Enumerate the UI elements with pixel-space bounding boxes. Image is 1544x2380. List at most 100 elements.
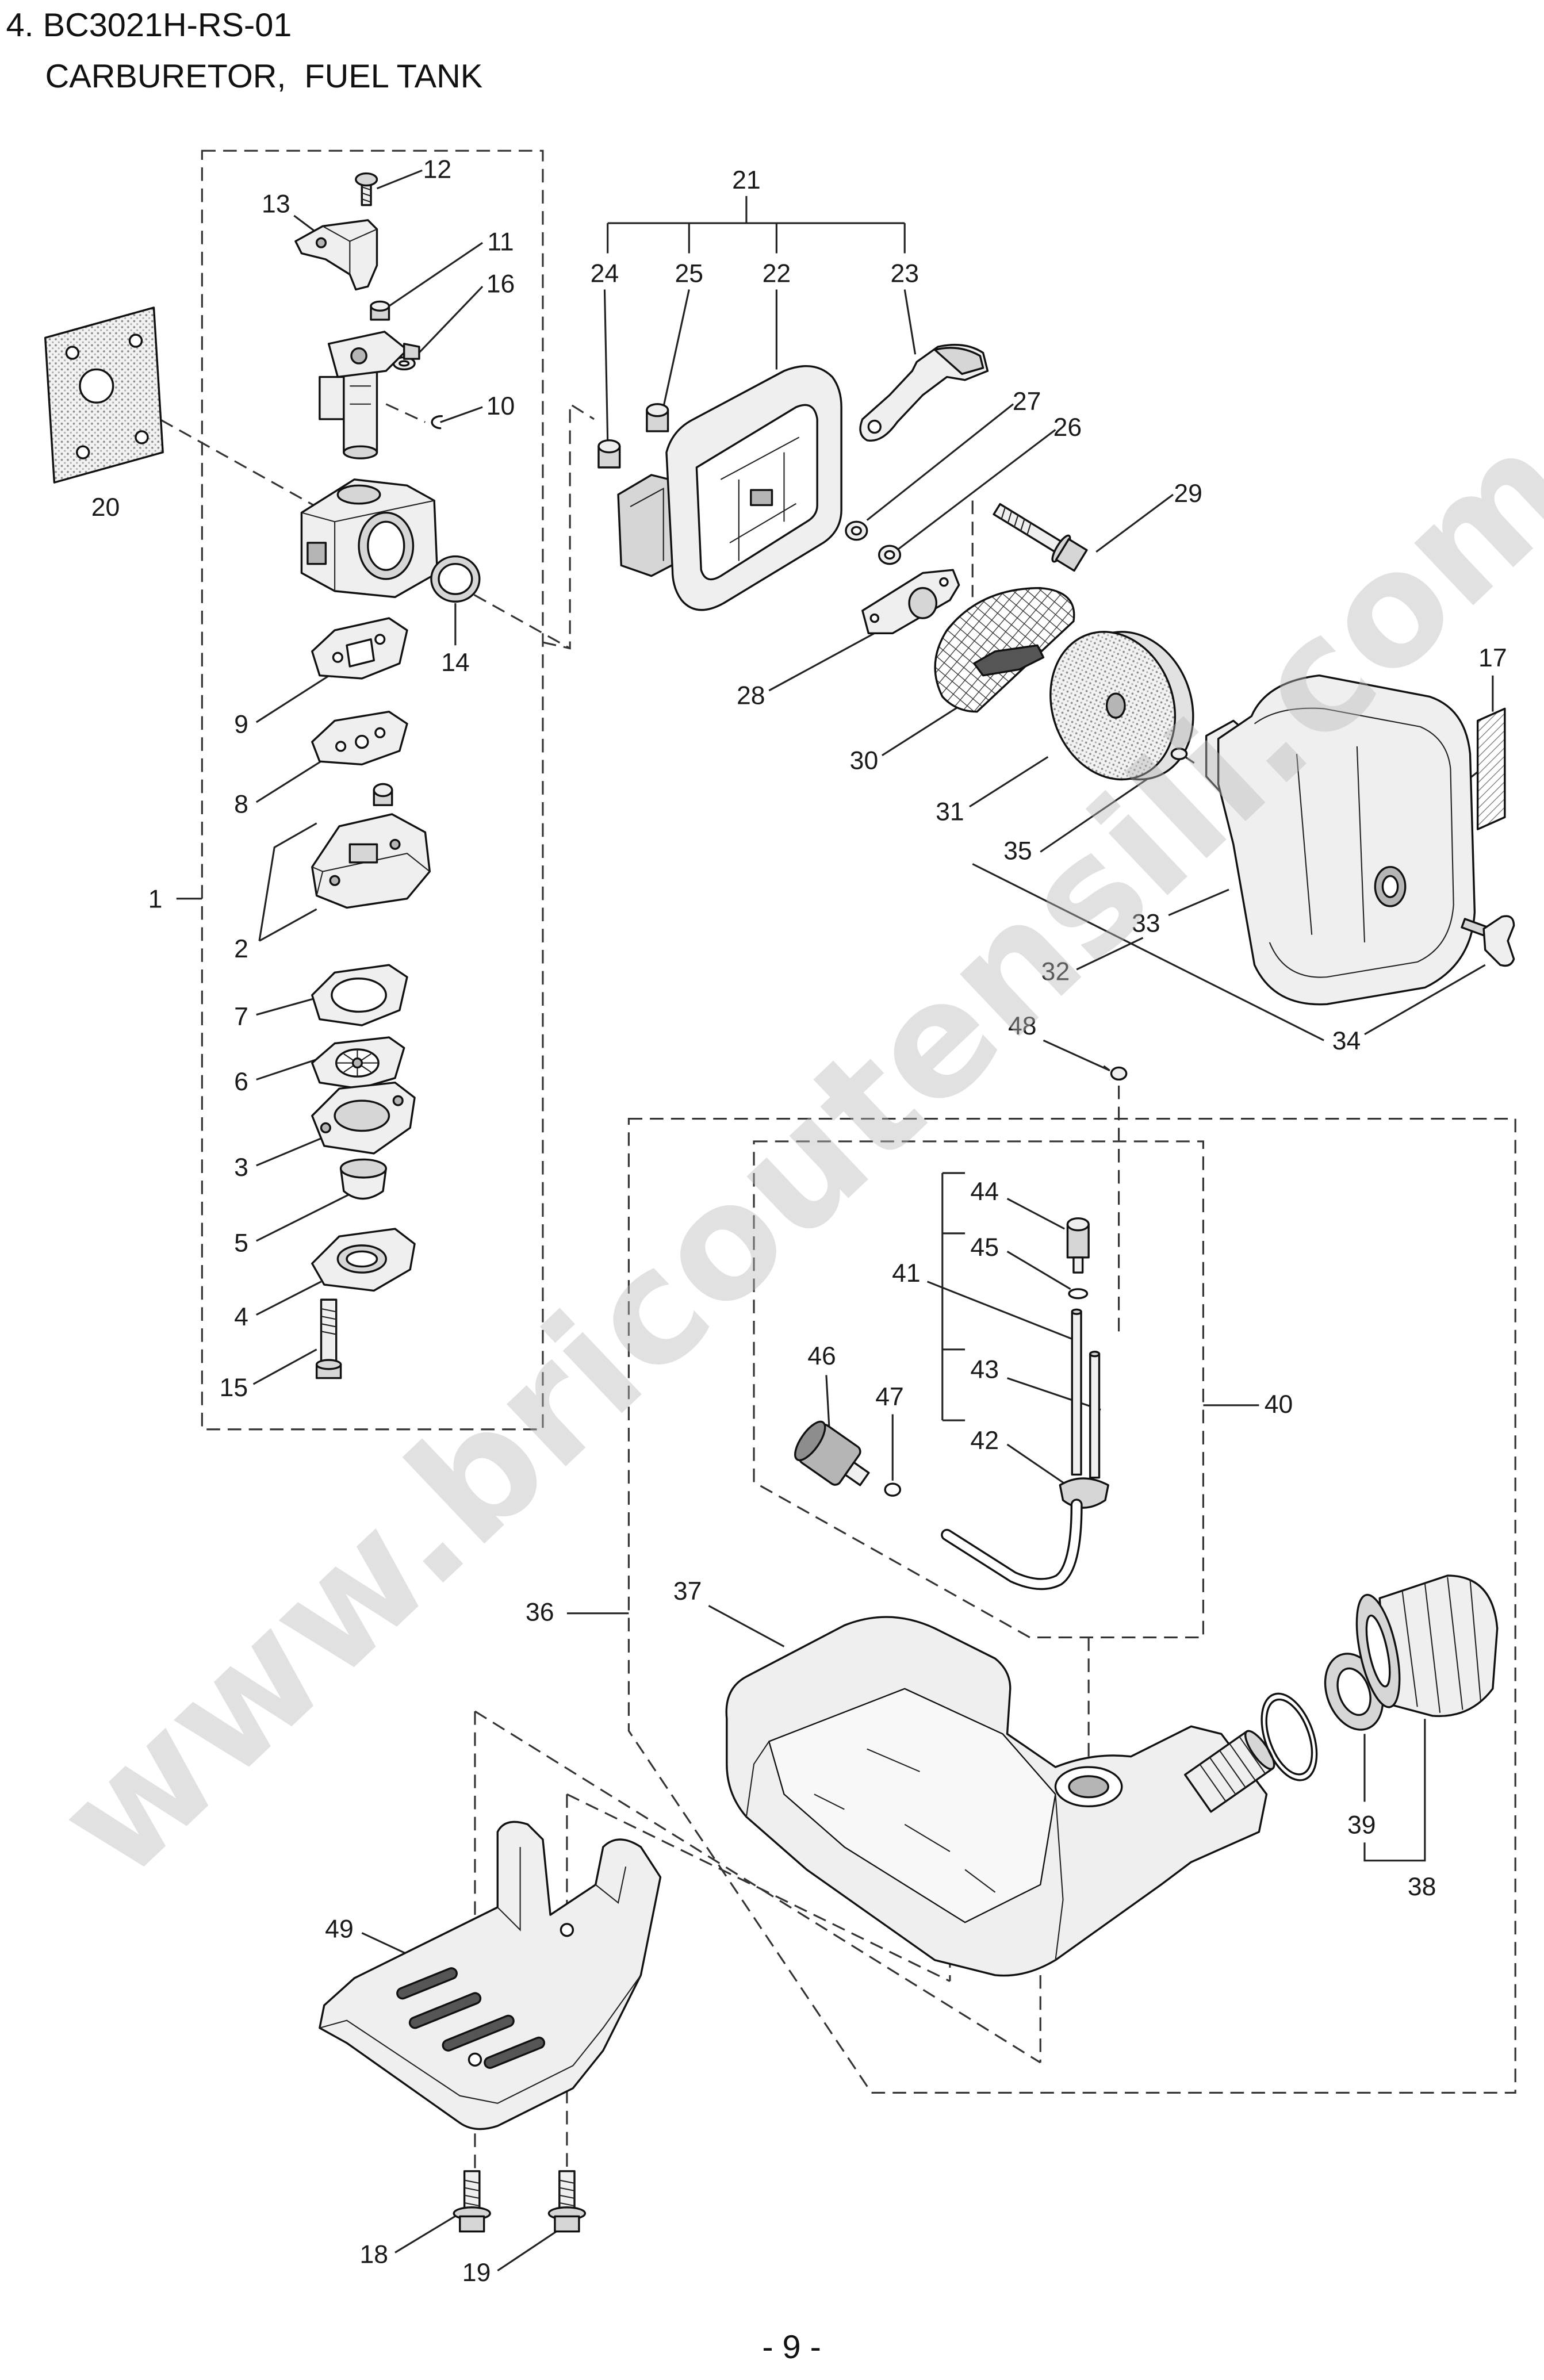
callout-44: 44 [970, 1178, 999, 1206]
callout-30: 30 [850, 746, 879, 775]
grommet-42 [1059, 1477, 1109, 1509]
carburetor-assembly-box [201, 150, 544, 1431]
callout-3: 3 [234, 1153, 248, 1182]
bolt-15 [315, 1298, 342, 1379]
callout-12: 12 [423, 155, 452, 183]
label-sticker-17 [1476, 707, 1506, 830]
skid-axis-line-2 [566, 1793, 951, 1982]
callout-36: 36 [526, 1599, 554, 1627]
callout-20: 20 [91, 493, 120, 522]
carburetor-mount-axis [542, 402, 595, 650]
callout-38: 38 [1408, 1873, 1436, 1901]
callout-26: 26 [1053, 413, 1082, 442]
washer-26 [878, 545, 902, 565]
fuel-filter-46 [794, 1420, 870, 1486]
page-number: - 9 - [762, 2329, 821, 2366]
clip-45 [1068, 1288, 1089, 1300]
callout-32: 32 [1041, 957, 1070, 986]
callout-31: 31 [936, 798, 964, 826]
callout-29: 29 [1174, 480, 1202, 508]
clip-47 [884, 1482, 902, 1497]
callout-16: 16 [486, 270, 515, 298]
callout-2: 2 [234, 935, 248, 963]
callout-41: 41 [892, 1259, 921, 1287]
carburetor-body [300, 478, 439, 599]
callout-9: 9 [234, 710, 248, 738]
callout-49: 49 [325, 1915, 354, 1943]
callout-5: 5 [234, 1229, 248, 1257]
callout-7: 7 [234, 1003, 248, 1031]
callout-33: 33 [1132, 909, 1160, 937]
clip-10 [385, 403, 443, 430]
leader-lines [176, 169, 1494, 2272]
diagram-code-title: 4. BC3021H-RS-01 [6, 7, 292, 44]
bracket-13 [294, 219, 378, 291]
callout-1: 1 [148, 886, 163, 914]
spacer-25 [646, 403, 669, 432]
clip-35 [1170, 748, 1195, 764]
clip-48 [1103, 1065, 1128, 1081]
callout-10: 10 [486, 392, 515, 420]
plate-4 [311, 1228, 416, 1292]
screw-12 [355, 172, 378, 206]
choke-lever-23 [859, 343, 989, 442]
plate-28 [861, 569, 960, 635]
callout-14: 14 [441, 649, 470, 677]
screw-11 [370, 300, 390, 321]
bolt-19 [547, 2170, 587, 2233]
gasket-8 [311, 710, 408, 766]
callout-42: 42 [970, 1427, 999, 1455]
gasket-7 [311, 964, 408, 1026]
callout-47: 47 [875, 1383, 904, 1411]
o-ring-seal [1261, 1692, 1318, 1781]
washer-16 [392, 356, 416, 371]
pump-body-2 [311, 783, 431, 909]
callout-43: 43 [970, 1356, 999, 1384]
callout-25: 25 [675, 259, 703, 288]
diaphragm-6 [311, 1036, 405, 1090]
filter-mesh-30 [934, 587, 1075, 713]
fuel-tank-assembly-box [627, 1118, 1516, 2094]
callout-24: 24 [591, 259, 619, 288]
tank-filler-neck [1184, 1730, 1275, 1813]
callout-27: 27 [1013, 388, 1041, 416]
callout-40: 40 [1265, 1390, 1293, 1419]
callout-13: 13 [262, 190, 290, 219]
callout-17: 17 [1478, 644, 1507, 672]
callout-6: 6 [234, 1068, 248, 1096]
tank-cap-38 [1355, 1574, 1499, 1718]
callout-34: 34 [1332, 1027, 1361, 1055]
callout-28: 28 [737, 682, 765, 710]
fuel-tank-37 [725, 1616, 1268, 1977]
callout-11: 11 [487, 228, 514, 256]
gasket-14 [430, 555, 481, 603]
callout-21: 21 [732, 166, 761, 194]
callout-18: 18 [359, 2241, 388, 2269]
fuel-hose [941, 1498, 1083, 1591]
bolt-29 [993, 503, 1088, 572]
callout-48: 48 [1008, 1012, 1037, 1040]
washer-27 [845, 520, 868, 541]
throttle-body [319, 331, 420, 459]
callout-46: 46 [807, 1342, 836, 1370]
breather-pipe-41 [1071, 1308, 1082, 1476]
callout-labels: 1 2 3 4 5 6 7 8 9 10 11 12 13 14 15 16 1… [91, 155, 1507, 2287]
callout-22: 22 [763, 259, 791, 288]
callout-19: 19 [462, 2259, 491, 2287]
insulator-gasket-20 [44, 306, 164, 484]
air-cleaner-cover-33 [1205, 674, 1476, 1006]
callout-35: 35 [1003, 837, 1032, 865]
diagram-section-title: CARBURETOR, FUEL TANK [45, 58, 483, 95]
air-cleaner-base-22 [617, 365, 842, 611]
callout-8: 8 [234, 790, 248, 818]
bolt-18 [453, 2170, 491, 2233]
filter-element-31 [1049, 631, 1194, 781]
callout-15: 15 [220, 1374, 248, 1402]
callout-37: 37 [673, 1577, 702, 1605]
gasket-9 [311, 617, 408, 680]
cover-3 [311, 1081, 416, 1155]
fuel-pipe-43 [1089, 1351, 1101, 1479]
callout-39: 39 [1347, 1811, 1376, 1839]
callout-4: 4 [234, 1303, 248, 1331]
